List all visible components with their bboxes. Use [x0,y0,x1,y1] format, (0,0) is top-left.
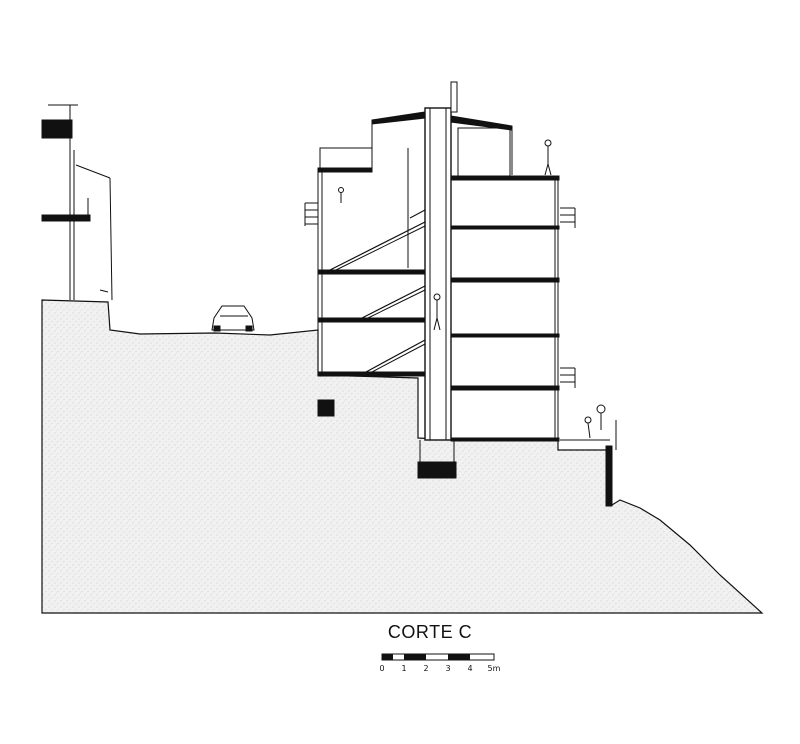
scale-label-1: 1 [401,664,406,673]
scale-bar-segment-2 [404,654,426,660]
scale-label-0: 0 [379,664,384,673]
balcony-railings [304,202,576,388]
scale-label-5m: 5m [488,664,501,673]
scale-bar-segment-1 [382,654,393,660]
figure-core [433,293,441,331]
main-building-section [317,81,617,507]
human-figures [338,139,606,439]
scale-bar-segment-3 [448,654,470,660]
vertical-core [424,107,452,441]
car-silhouette [211,305,255,332]
scale-label-3: 3 [445,664,450,673]
scale-bar: 0 1 2 3 4 5m [379,653,501,673]
scale-label-2: 2 [423,664,428,673]
scale-label-4: 4 [467,664,472,673]
figure-left-room [338,187,344,203]
figure-roof-terrace [544,139,552,176]
left-neighbor-building [41,104,113,301]
scale-bar-frame [381,653,495,661]
figure-garden [584,404,606,439]
section-title: CORTE C [387,622,473,642]
terrain-section [41,299,764,614]
